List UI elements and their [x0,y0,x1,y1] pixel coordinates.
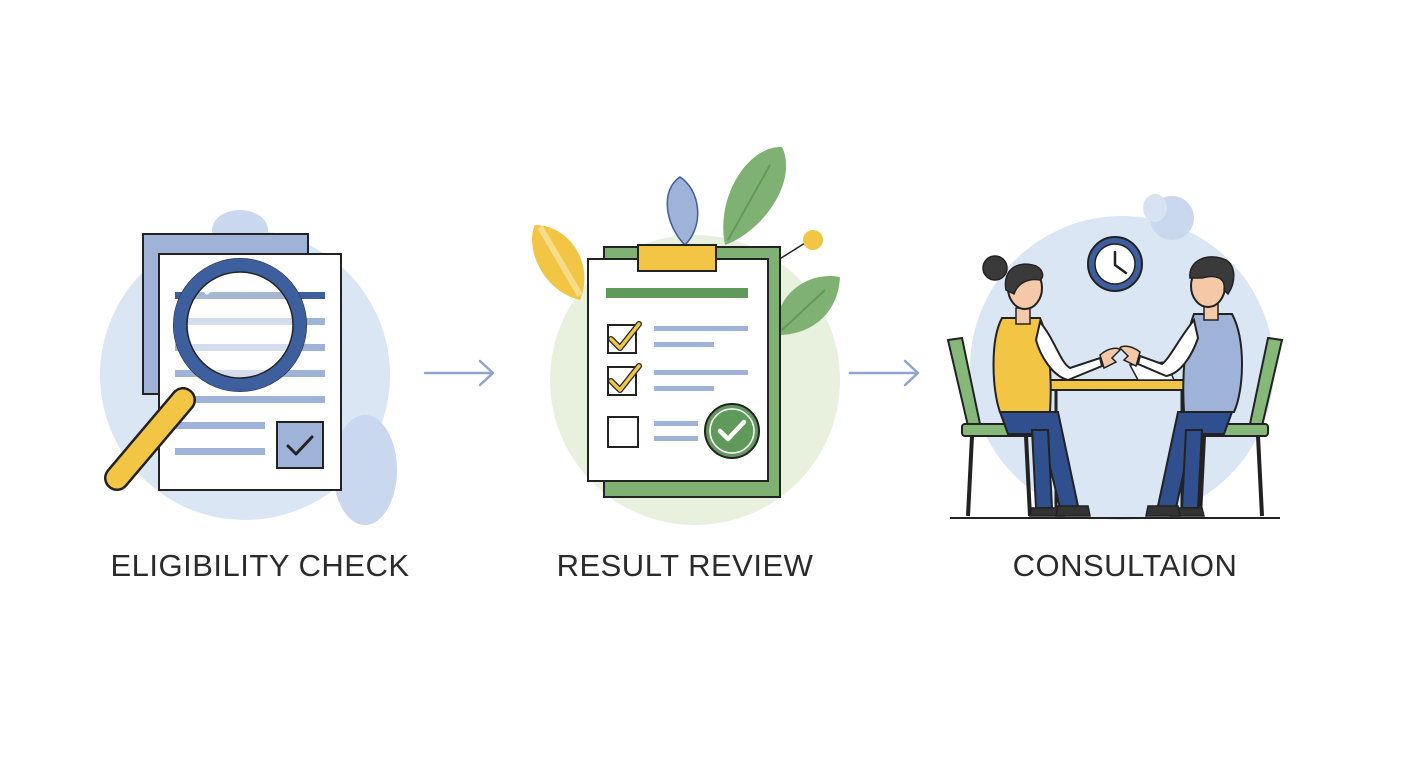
step-label-result-review: RESULT REVIEW [556,548,814,583]
step-label-eligibility-check: ELIGIBILITY CHECK [110,548,410,583]
checklist-clipboard-icon [532,146,840,525]
arrow-right-icon [423,359,495,387]
consultation-meeting-icon [946,194,1284,520]
step-label-consultation: CONSULTAION [1012,548,1238,583]
document-magnifier-icon [100,210,397,525]
arrow-right-icon [848,359,920,387]
